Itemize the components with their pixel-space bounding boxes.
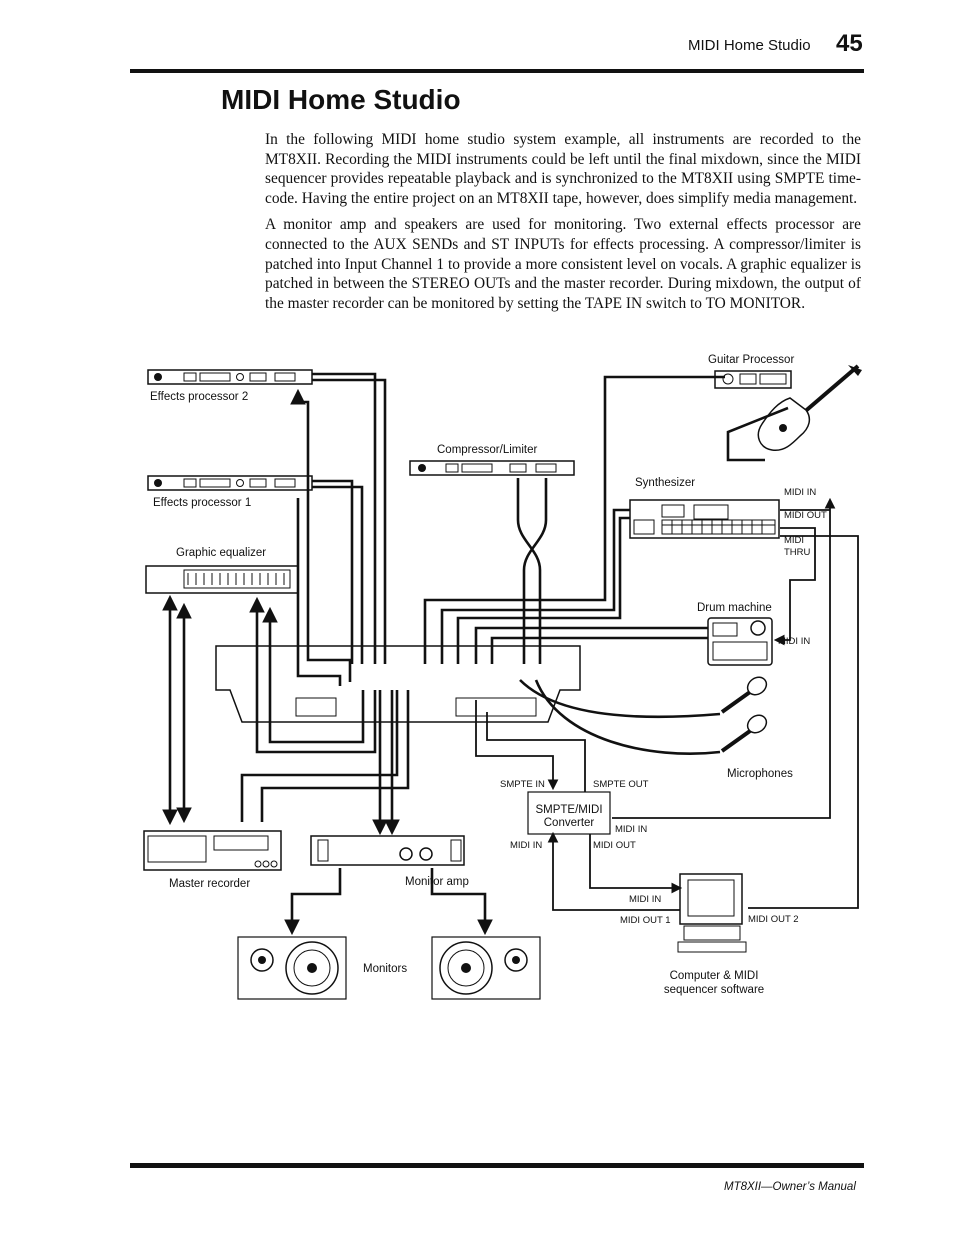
monitor-amp (310, 835, 465, 866)
monitor-speaker-left (237, 936, 347, 1000)
running-header: MIDI Home Studio (688, 37, 811, 54)
label-converter-line2: Converter (544, 817, 595, 829)
synthesizer (629, 499, 780, 539)
effects-processor-1 (147, 475, 313, 491)
label-microphones: Microphones (727, 768, 793, 780)
label-computer-midi-out-1: MIDI OUT 1 (620, 915, 671, 926)
label-master-recorder: Master recorder (169, 878, 250, 890)
label-synthesizer: Synthesizer (635, 477, 695, 489)
label-converter-midi-in-right: MIDI IN (615, 824, 647, 835)
label-synth-midi-thru-2: THRU (784, 547, 811, 558)
label-drum-midi-in: MIDI IN (778, 636, 810, 647)
label-computer-line2: sequencer software (664, 984, 764, 996)
microphone-1-icon (720, 676, 768, 714)
label-converter-line1: SMPTE/MIDI (535, 804, 602, 816)
cables (162, 372, 789, 936)
label-smpte-in: SMPTE IN (500, 779, 545, 790)
label-computer-line1: Computer & MIDI (670, 970, 759, 982)
drum-machine (707, 617, 773, 666)
label-smpte-out: SMPTE OUT (593, 779, 649, 790)
midi-cables (475, 497, 859, 911)
label-monitor-amp: Monitor amp (405, 876, 469, 888)
monitor-speaker-right (431, 936, 541, 1000)
effects-processor-2 (147, 369, 313, 385)
footer-text: MT8XII—Owner’s Manual (724, 1181, 856, 1193)
label-drum-machine: Drum machine (697, 602, 772, 614)
label-monitors: Monitors (363, 963, 407, 975)
compressor-limiter (409, 460, 575, 476)
label-effects-processor-1: Effects processor 1 (153, 497, 251, 509)
microphone-2-icon (720, 714, 768, 753)
guitar-processor (714, 370, 792, 389)
label-synth-midi-out: MIDI OUT (784, 510, 827, 521)
label-guitar-processor: Guitar Processor (708, 354, 794, 366)
master-recorder (143, 830, 282, 871)
body-text: In the following MIDI home studio system… (265, 130, 861, 320)
label-computer-midi-out-2: MIDI OUT 2 (748, 914, 799, 925)
paragraph-2: A monitor amp and speakers are used for … (265, 216, 861, 312)
label-graphic-equalizer: Graphic equalizer (176, 547, 266, 559)
label-synth-midi-thru-1: MIDI (784, 535, 804, 546)
computer-icon (677, 873, 747, 953)
label-converter-midi-in-left: MIDI IN (510, 840, 542, 851)
paragraph-1: In the following MIDI home studio system… (265, 131, 861, 207)
mt8xii-recorder (215, 645, 581, 723)
label-compressor-limiter: Compressor/Limiter (437, 444, 537, 456)
page-title: MIDI Home Studio (221, 84, 461, 115)
graphic-equalizer (145, 565, 299, 594)
label-computer-midi-in: MIDI IN (629, 894, 661, 905)
smpte-midi-converter (527, 791, 611, 835)
label-effects-processor-2: Effects processor 2 (150, 391, 248, 403)
header-rule (130, 69, 864, 73)
label-synth-midi-in: MIDI IN (784, 487, 816, 498)
label-converter-midi-out: MIDI OUT (593, 840, 636, 851)
footer-rule (130, 1163, 864, 1168)
page-number: 45 (836, 30, 863, 57)
